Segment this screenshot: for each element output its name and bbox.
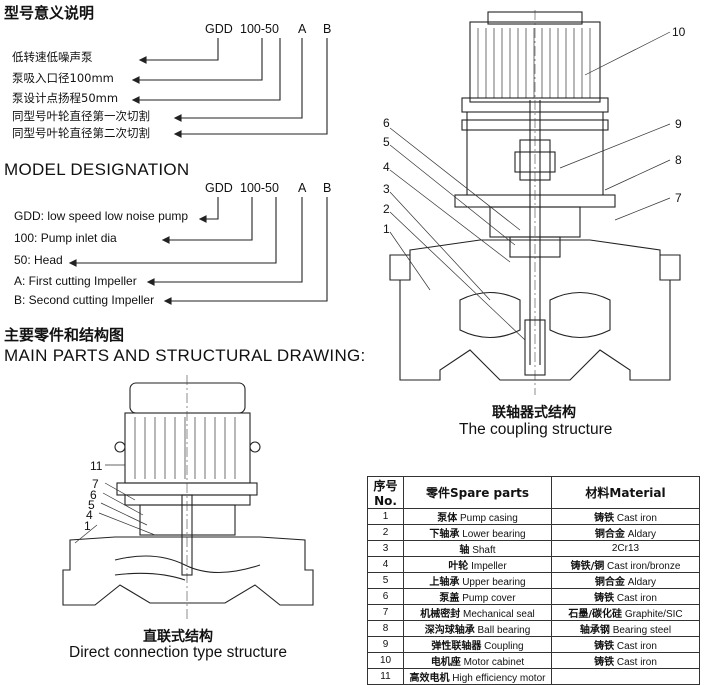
row-material: 轴承钢 Bearing steel bbox=[551, 620, 700, 637]
row-part: 深沟球轴承 Ball bearing bbox=[403, 620, 552, 637]
designation-cn-line-4: 同型号叶轮直径第一次切割 bbox=[12, 109, 150, 123]
row-material: 石墨/碳化硅 Graphite/SIC bbox=[551, 604, 700, 621]
row-material: 2Cr13 bbox=[551, 540, 700, 557]
row-no: 11 bbox=[367, 668, 404, 685]
row-part: 高效电机 High efficiency motor bbox=[403, 668, 552, 685]
row-part: 泵盖 Pump cover bbox=[403, 588, 552, 605]
header-part: 零件Spare parts bbox=[403, 476, 552, 509]
row-no: 1 bbox=[367, 508, 404, 525]
designation-cn-line-5: 同型号叶轮直径第二次切割 bbox=[12, 126, 150, 140]
designation-cn-title: 型号意义说明 bbox=[4, 4, 95, 22]
designation-en-line-3: 50: Head bbox=[14, 253, 63, 267]
direct-callout-1: 1 bbox=[84, 519, 91, 533]
coupling-structure-drawing bbox=[389, 10, 681, 395]
coupling-callout-7: 7 bbox=[675, 191, 682, 205]
row-part: 电机座 Motor cabinet bbox=[403, 652, 552, 669]
coupling-callout-6: 6 bbox=[383, 116, 390, 130]
designation-en-title: MODEL DESIGNATION bbox=[4, 160, 190, 179]
direct-callout-4: 4 bbox=[86, 508, 93, 522]
direct-caption-en: Direct connection type structure bbox=[69, 644, 287, 661]
row-no: 4 bbox=[367, 556, 404, 573]
coupling-callout-4: 4 bbox=[383, 160, 390, 174]
row-part: 机械密封 Mechanical seal bbox=[403, 604, 552, 621]
direct-callout-7: 7 bbox=[92, 477, 99, 491]
coupling-caption-en: The coupling structure bbox=[459, 421, 613, 438]
row-material bbox=[551, 668, 700, 685]
row-no: 10 bbox=[367, 652, 404, 669]
coupling-callout-5: 5 bbox=[383, 135, 390, 149]
designation-en-code-prefix: GDD bbox=[205, 181, 233, 195]
designation-cn-code-a: A bbox=[298, 22, 307, 36]
coupling-callout-1: 1 bbox=[383, 222, 390, 236]
designation-en-line-4: A: First cutting Impeller bbox=[14, 274, 137, 288]
direct-callout-5: 5 bbox=[88, 498, 95, 512]
row-no: 2 bbox=[367, 524, 404, 541]
designation-cn-code-size: 100-50 bbox=[240, 22, 279, 36]
direct-callout-11: 11 bbox=[90, 459, 103, 473]
row-material: 铜合金 Aldary bbox=[551, 524, 700, 541]
row-material: 铜合金 Aldary bbox=[551, 572, 700, 589]
header-material: 材料Material bbox=[551, 476, 700, 509]
row-material: 铸铁/铜 Cast iron/bronze bbox=[551, 556, 700, 573]
row-part: 泵体 Pump casing bbox=[403, 508, 552, 525]
designation-en-code-a: A bbox=[298, 181, 307, 195]
direct-callout-6: 6 bbox=[90, 488, 97, 502]
row-no: 8 bbox=[367, 620, 404, 637]
designation-en-code-size: 100-50 bbox=[240, 181, 279, 195]
row-material: 铸铁 Cast iron bbox=[551, 652, 700, 669]
coupling-callout-2: 2 bbox=[383, 202, 390, 216]
designation-cn-line-3: 泵设计点扬程50mm bbox=[12, 91, 119, 105]
direct-connection-drawing bbox=[62, 375, 314, 620]
row-material: 铸铁 Cast iron bbox=[551, 588, 700, 605]
designation-en-code-b: B bbox=[323, 181, 332, 195]
row-material: 铸铁 Cast iron bbox=[551, 508, 700, 525]
designation-en-line-2: 100: Pump inlet dia bbox=[14, 231, 117, 245]
row-part: 叶轮 Impeller bbox=[403, 556, 552, 573]
coupling-callout-10: 10 bbox=[672, 25, 686, 39]
row-no: 9 bbox=[367, 636, 404, 653]
row-no: 5 bbox=[367, 572, 404, 589]
designation-cn-code-prefix: GDD bbox=[205, 22, 233, 36]
designation-cn-line-2: 泵吸入口径100mm bbox=[12, 71, 114, 85]
coupling-caption-cn: 联轴器式结构 bbox=[492, 405, 576, 421]
coupling-callout-8: 8 bbox=[675, 153, 682, 167]
row-part: 轴 Shaft bbox=[403, 540, 552, 557]
row-part: 上轴承 Upper bearing bbox=[403, 572, 552, 589]
designation-en-line-1: GDD: low speed low noise pump bbox=[14, 209, 189, 223]
designation-cn-line-1: 低转速低噪声泵 bbox=[12, 50, 93, 64]
parts-heading-cn: 主要零件和结构图 bbox=[4, 326, 125, 344]
designation-leader-lines bbox=[68, 38, 328, 305]
designation-en-line-5: B: Second cutting Impeller bbox=[14, 293, 155, 307]
row-no: 6 bbox=[367, 588, 404, 605]
row-no: 7 bbox=[367, 604, 404, 621]
coupling-callout-3: 3 bbox=[383, 182, 390, 196]
designation-cn-code-b: B bbox=[323, 22, 332, 36]
row-part: 弹性联轴器 Coupling bbox=[403, 636, 552, 653]
row-part: 下轴承 Lower bearing bbox=[403, 524, 552, 541]
row-material: 铸铁 Cast iron bbox=[551, 636, 700, 653]
coupling-callout-9: 9 bbox=[675, 117, 682, 131]
parts-heading-en: MAIN PARTS AND STRUCTURAL DRAWING: bbox=[4, 346, 366, 365]
direct-caption-cn: 直联式结构 bbox=[143, 629, 213, 645]
row-no: 3 bbox=[367, 540, 404, 557]
